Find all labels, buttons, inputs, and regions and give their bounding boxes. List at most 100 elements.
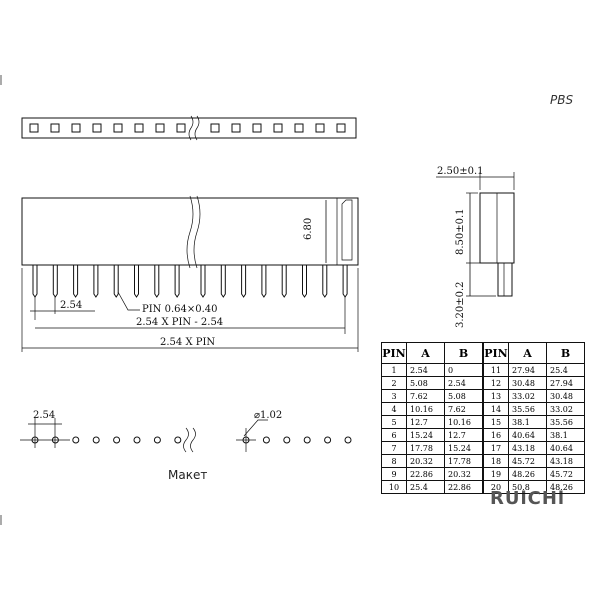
contact-square [231, 123, 241, 133]
cell-pin: 10 [381, 480, 407, 494]
cell-pin: 18 [482, 454, 509, 468]
cell-a: 20.32 [406, 454, 445, 468]
layout-pitch-label: 2.54 [33, 410, 55, 421]
cell-b: 0 [444, 363, 484, 377]
footprint-hole [262, 436, 270, 444]
dim-span-label: 2.54 X PIN - 2.54 [136, 317, 223, 328]
cell-pin: 4 [381, 402, 407, 416]
pin [302, 265, 307, 298]
cell-b: 15.24 [444, 441, 484, 455]
cell-b: 27.94 [546, 376, 585, 390]
break-mark [186, 195, 194, 269]
footprint-hole [31, 436, 39, 444]
contact-squares [29, 123, 346, 133]
cell-a: 48.26 [508, 467, 547, 481]
cell-a: 38.1 [508, 415, 547, 429]
cell-b: 25.4 [546, 363, 585, 377]
dim-pitch-label: 2.54 [60, 300, 82, 311]
footprint-hole [283, 436, 291, 444]
cell-pin: 20 [482, 480, 509, 494]
pin [342, 265, 348, 298]
footprint-hole [72, 436, 80, 444]
pin [241, 265, 247, 298]
cell-a: 22.86 [406, 467, 445, 481]
cell-pin: 1 [381, 363, 407, 377]
pin [174, 265, 180, 298]
cell-a: 35.56 [508, 402, 547, 416]
table-header-row: PIN A B PIN A B [381, 342, 585, 364]
top-view-outline [21, 117, 357, 139]
footprint-hole [153, 436, 161, 444]
cell-pin: 14 [482, 402, 509, 416]
cell-pin: 11 [482, 363, 509, 377]
cell-pin: 2 [381, 376, 407, 390]
dim-pin-length-label: 3.20±0.2 [455, 281, 466, 328]
cell-a: 10.16 [406, 402, 445, 416]
cell-pin: 8 [381, 454, 407, 468]
front-view: 6.80 2.54 PIN 0.64×0.40 2.54 X PIN - 2.5… [21, 195, 359, 352]
contact-square [176, 123, 186, 133]
cell-a: 45.72 [508, 454, 547, 468]
cell-b: 38.1 [546, 428, 585, 442]
footprint-hole [303, 436, 311, 444]
break-mark [183, 427, 189, 453]
cell-pin: 12 [482, 376, 509, 390]
break-mark [190, 427, 196, 453]
cell-pin: 19 [482, 467, 509, 481]
cell-a: 7.62 [406, 389, 445, 403]
cell-pin: 16 [482, 428, 509, 442]
footprint-hole [92, 436, 100, 444]
contact-square [273, 123, 283, 133]
contact-square [113, 123, 123, 133]
pin [261, 265, 267, 298]
header-b: B [546, 342, 585, 364]
cell-a: 12.7 [406, 415, 445, 429]
top-view [21, 115, 357, 141]
cell-pin: 9 [381, 467, 407, 481]
side-view: 2.50±0.1 8.50±0.1 3.20±0.2 [436, 166, 515, 328]
pin [281, 265, 287, 298]
cell-pin: 15 [482, 415, 509, 429]
cell-a: 27.94 [508, 363, 547, 377]
front-end-contact [341, 199, 353, 261]
header-a: A [406, 342, 445, 364]
cell-b: 35.56 [546, 415, 585, 429]
footprint-hole [324, 436, 332, 444]
cell-b: 45.72 [546, 467, 585, 481]
contact-square [252, 123, 262, 133]
cell-b: 22.86 [444, 480, 484, 494]
cell-a: 5.08 [406, 376, 445, 390]
break-mark [194, 115, 200, 141]
footprint-hole [133, 436, 141, 444]
contact-square [71, 123, 81, 133]
dim-pin-size-label: PIN 0.64×0.40 [142, 304, 218, 315]
break-mark [188, 115, 194, 141]
contact-square [294, 123, 304, 133]
contact-square [155, 123, 165, 133]
header-pin: PIN [381, 342, 407, 364]
cell-b: 30.48 [546, 389, 585, 403]
cell-a: 17.78 [406, 441, 445, 455]
pins [32, 265, 348, 298]
cell-b: 7.62 [444, 402, 484, 416]
contact-square [210, 123, 220, 133]
contact-square [336, 123, 346, 133]
pin [322, 265, 328, 298]
pin [154, 265, 160, 298]
cell-b: 17.78 [444, 454, 484, 468]
layout-view: 2.54 ⌀1.02 [20, 410, 352, 453]
pin [93, 265, 99, 298]
cell-a: 43.18 [508, 441, 547, 455]
